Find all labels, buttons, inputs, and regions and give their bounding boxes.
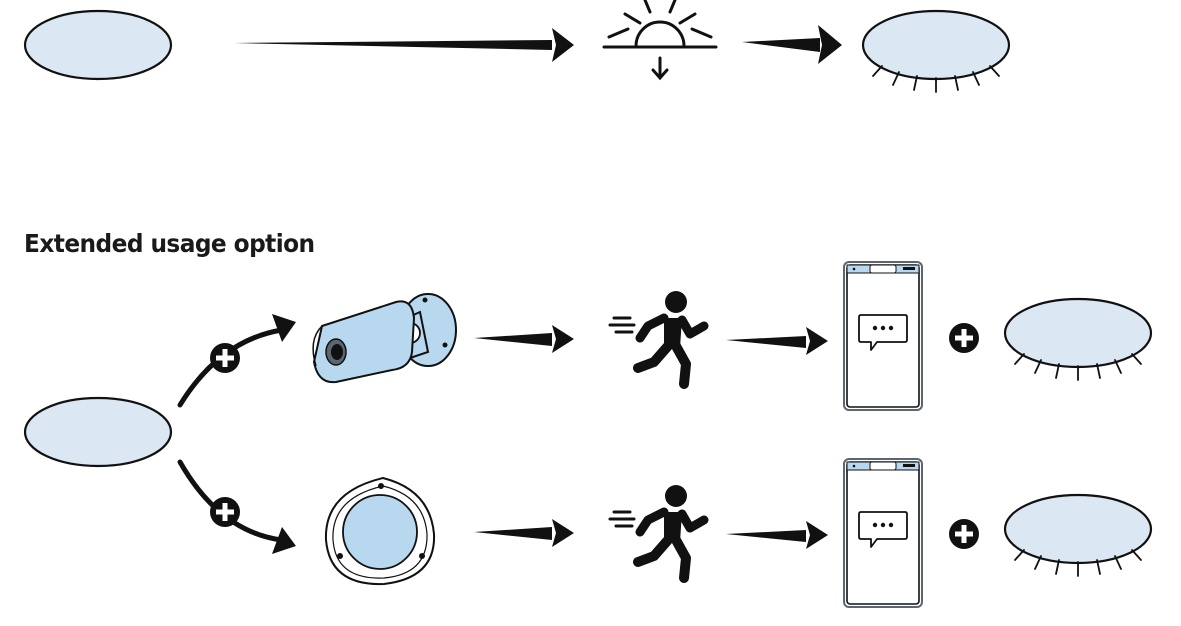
sunset-icon xyxy=(602,0,718,81)
ceiling-lamp-on-icon xyxy=(861,9,1011,93)
plus-icon xyxy=(949,519,979,549)
plus-icon xyxy=(210,497,240,527)
arrow-icon xyxy=(474,519,574,547)
running-person-icon xyxy=(610,291,704,384)
arrow-icon xyxy=(742,25,842,64)
motion-sensor-icon xyxy=(324,476,436,586)
arrow-icon xyxy=(234,28,574,62)
arrow-icon xyxy=(474,325,574,353)
arrow-icon xyxy=(726,327,828,355)
ceiling-lamp-on-icon xyxy=(1003,493,1153,577)
ceiling-lamp-icon xyxy=(23,396,173,468)
smartphone-notification-icon xyxy=(843,261,923,411)
arrow-icon xyxy=(726,521,828,549)
outdoor-camera-icon xyxy=(312,293,457,384)
plus-icon xyxy=(949,323,979,353)
ceiling-lamp-icon xyxy=(23,9,173,81)
section-heading: Extended usage option xyxy=(24,229,315,258)
smartphone-notification-icon xyxy=(843,458,923,608)
plus-icon xyxy=(210,343,240,373)
ceiling-lamp-on-icon xyxy=(1003,297,1153,381)
running-person-icon xyxy=(610,485,704,578)
